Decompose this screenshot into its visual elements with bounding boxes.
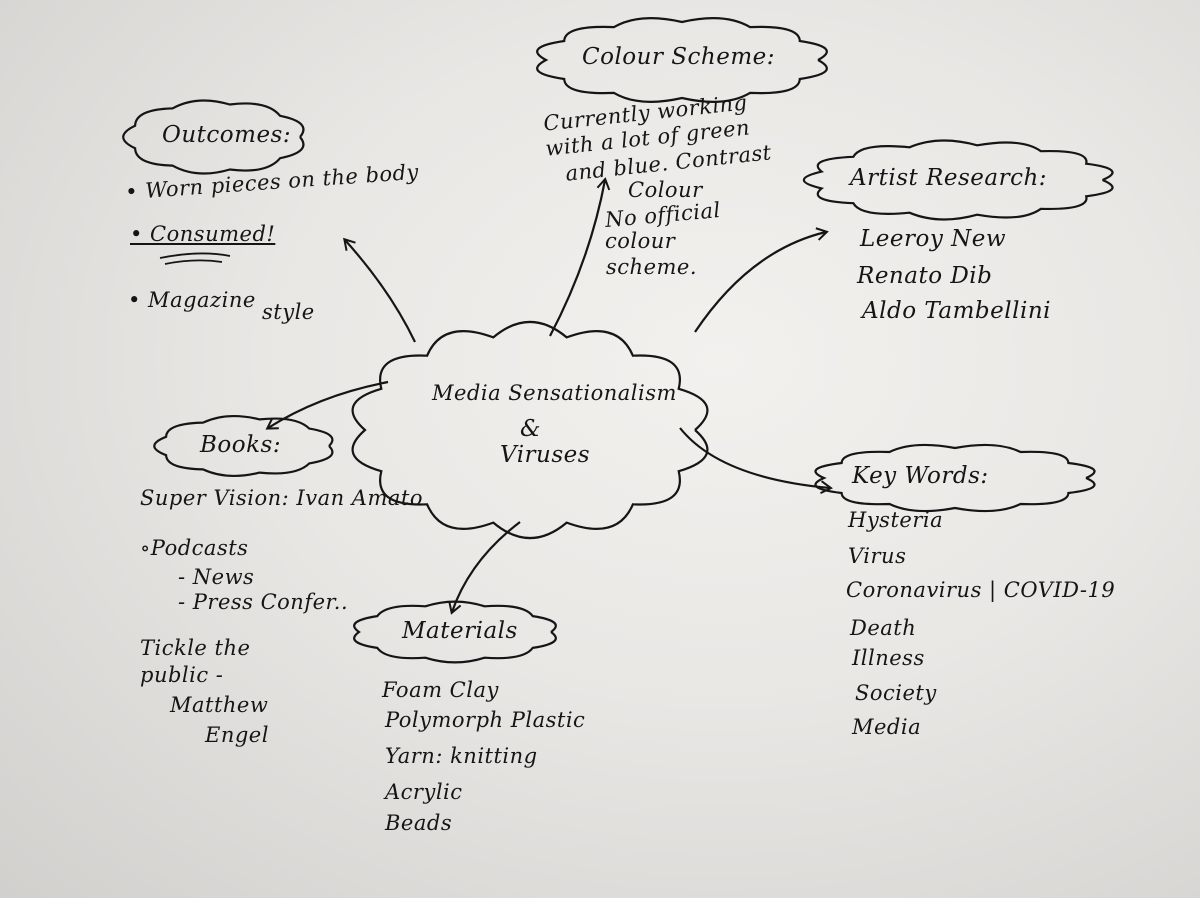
arrow-to-colour-scheme [549,177,611,337]
colour-scheme-cloud [536,17,828,103]
materials-cloud [353,600,557,664]
books-cloud [153,415,334,477]
colour-scheme-line: Colour [628,178,703,202]
quote-line: public - [140,663,224,687]
quote-line: Matthew [170,693,269,717]
artist-item: Leeroy New [860,226,1007,252]
key-word-item: Death [850,616,917,640]
outcome-item: style [262,300,315,324]
key-word-item: Society [855,681,937,705]
artist-research-cloud [802,139,1114,221]
key-words-cloud [814,443,1096,513]
colour-scheme-title: Colour Scheme: [582,44,775,70]
material-item: Foam Clay [382,678,499,702]
key-words-title: Key Words: [852,463,989,489]
books-title: Books: [200,432,282,458]
quote-line: Engel [205,723,269,747]
podcasts-label: ∘Podcasts [140,536,249,560]
key-word-item: Media [852,715,922,739]
consumed-squiggle [159,252,231,265]
material-item: Yarn: knitting [385,744,538,768]
materials-title: Materials [402,618,518,644]
artist-item: Renato Dib [857,263,993,289]
material-item: Polymorph Plastic [385,708,586,732]
key-word-item: Coronavirus | COVID-19 [846,578,1116,602]
arrow-to-materials [448,521,521,615]
colour-scheme-line: scheme. [606,255,698,279]
center-title-line2: & [520,416,541,442]
material-item: Acrylic [385,780,463,804]
podcast-item: - Press Confer.. [178,590,349,614]
arrow-to-outcomes [343,237,416,343]
center-cloud [351,320,709,540]
outcomes-title: Outcomes: [162,122,292,148]
key-word-item: Virus [848,544,907,568]
artist-item: Aldo Tambellini [862,298,1051,324]
outcome-item: • Consumed! [130,222,276,246]
center-title-line1: Media Sensationalism [432,381,677,405]
key-word-item: Illness [852,646,925,670]
arrow-to-artist-research [694,227,829,333]
quote-line: Tickle the [140,636,251,660]
arrow-to-books [265,380,389,430]
arrow-to-key-words [679,427,833,495]
outcome-item: • Magazine [128,288,256,312]
colour-scheme-line: colour [605,229,676,253]
artist-research-title: Artist Research: [850,165,1048,191]
key-word-item: Hysteria [848,508,944,532]
podcast-item: - News [178,565,255,589]
center-title-line3: Viruses [500,442,591,468]
outcomes-cloud [122,99,305,175]
material-item: Beads [385,811,453,835]
book-item: Super Vision: Ivan Amato [140,486,423,510]
